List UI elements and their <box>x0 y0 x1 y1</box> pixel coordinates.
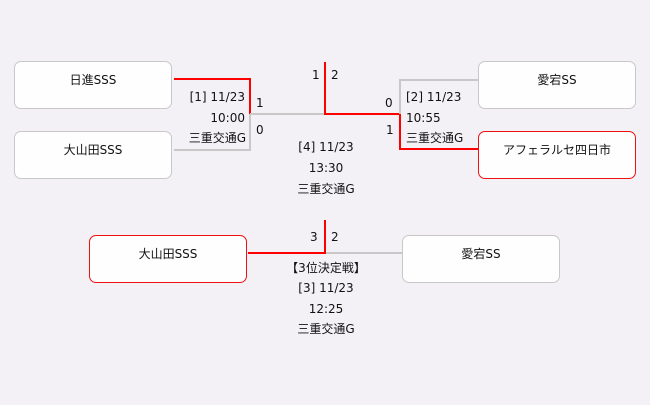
team-name: 愛宕SS <box>461 247 501 261</box>
bracket-line <box>174 149 251 151</box>
team-name: アフェラルセ四日市 <box>502 143 611 157</box>
bracket-line <box>324 113 401 115</box>
score: 3 <box>310 230 318 244</box>
score: 2 <box>331 230 339 244</box>
bracket-line <box>324 220 326 254</box>
score: 1 <box>312 68 320 82</box>
match-info: [2] 11/23 <box>406 90 462 104</box>
team-box-nisshin[interactable]: 日進SSS <box>14 61 172 109</box>
match-time: 10:55 <box>406 111 441 125</box>
bracket-line <box>250 113 325 115</box>
match-venue: 三重交通G <box>297 322 355 336</box>
bracket-line <box>249 78 251 115</box>
bracket-line <box>249 114 251 151</box>
bracket-line <box>399 79 478 81</box>
match-time: 12:25 <box>308 302 344 316</box>
team-name: 愛宕SS <box>537 73 577 87</box>
score: 0 <box>385 96 393 110</box>
score: 1 <box>256 96 264 110</box>
score: 0 <box>256 123 264 137</box>
bracket-line <box>324 62 326 115</box>
match-venue: 三重交通G <box>406 131 464 145</box>
match-info: [3] 11/23 <box>298 281 354 295</box>
third-team-box-oyamada[interactable]: 大山田SSS <box>89 235 247 283</box>
team-box-oyamada[interactable]: 大山田SSS <box>14 131 172 179</box>
bracket-line <box>399 113 401 150</box>
bracket-line <box>174 78 251 80</box>
team-name: 大山田SSS <box>63 143 123 157</box>
match-venue: 三重交通G <box>297 182 355 196</box>
bracket-line <box>399 148 478 150</box>
score: 2 <box>331 68 339 82</box>
match-info: [4] 11/23 <box>298 140 354 154</box>
match-venue: 三重交通G <box>188 131 246 145</box>
third-place-label: 【3位決定戦】 <box>286 261 366 275</box>
match-time: 13:30 <box>308 161 344 175</box>
third-team-box-atago[interactable]: 愛宕SS <box>402 235 560 283</box>
team-name: 大山田SSS <box>138 247 198 261</box>
bracket-line <box>326 252 402 254</box>
team-box-afe[interactable]: アフェラルセ四日市 <box>478 131 636 179</box>
bracket-line <box>399 79 401 114</box>
team-box-atago[interactable]: 愛宕SS <box>478 61 636 109</box>
match-time: 10:00 <box>210 111 245 125</box>
bracket-line <box>248 252 326 254</box>
match-info: [1] 11/23 <box>189 90 245 104</box>
score: 1 <box>386 123 394 137</box>
team-name: 日進SSS <box>69 73 117 87</box>
